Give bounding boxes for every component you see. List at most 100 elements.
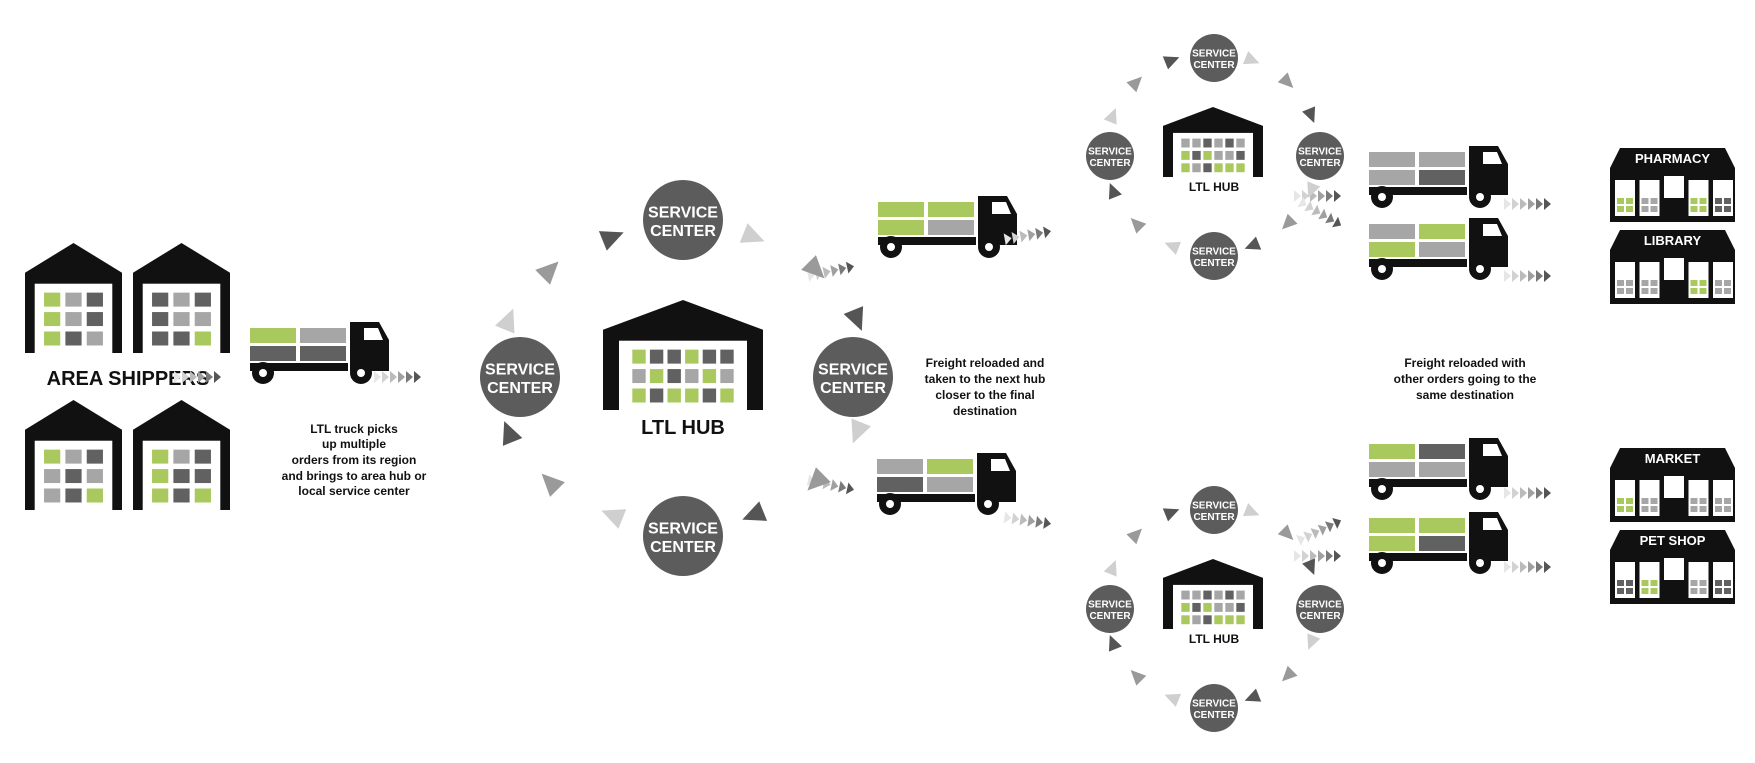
service-center-line2: CENTER [1299,158,1341,169]
arrow-chevron [1303,531,1313,543]
crate-block [685,349,699,364]
wheel-hub [886,500,894,508]
window-pane [1715,288,1722,294]
arrow-chevron [1019,513,1028,526]
crate-block [86,449,103,464]
shipper-warehouse-icon [25,400,122,510]
window-pane [1641,498,1649,504]
caption-line: orders from its region [292,453,417,467]
arrow-stream [1504,487,1551,499]
arrow-chevron [1310,528,1320,539]
arrow-chevron [1334,190,1341,202]
arrow-chevron [1544,198,1551,210]
arrow-chevron [382,371,389,383]
window-pane [1690,580,1698,586]
window-pane [1690,288,1698,294]
window-pane [1650,280,1658,286]
window-pane [1690,206,1698,212]
arrow-chevron [1318,190,1325,202]
crate-block [1214,150,1223,160]
arrow-chevron [206,371,213,383]
crate-block [1236,590,1245,600]
arrow-chevron [1295,534,1305,546]
cargo-box [1369,224,1415,239]
crate-block [44,292,61,307]
window-pane [1626,498,1633,504]
ring-arrow [1164,241,1182,255]
ring-arrow [1244,236,1262,250]
service-center-line2: CENTER [1089,158,1131,169]
arrow-chevron [190,371,197,383]
crate-block [152,449,169,464]
store-name: PHARMACY [1635,151,1710,166]
arrow-chevron [198,371,205,383]
ring-arrow [1307,181,1321,198]
window-pane [1715,580,1722,586]
arrow-stream [1504,270,1551,282]
lower-hub-warehouse-icon [1163,559,1263,629]
arrow-chevron [1027,229,1036,242]
crate-block [1225,163,1234,173]
arrow-stream [1295,517,1342,546]
window-pane [1699,498,1707,504]
ring-arrow [502,421,523,446]
store-awning [1610,530,1735,550]
arrow-chevron [1302,550,1309,562]
cargo-box [878,220,924,235]
arrow-chevron [398,371,405,383]
window-pane [1626,288,1633,294]
store-market: MARKET [1610,448,1735,522]
crate-block [632,388,646,403]
crate-block [86,292,103,307]
main-hub-label: LTL HUB [641,417,725,439]
window-pane [1699,198,1707,204]
crate-block [667,388,681,403]
crate-block [1203,138,1212,148]
truck-to-lower-hub-icon [877,453,1016,515]
wheel-hub [1378,193,1386,201]
wheel-hub [1476,559,1484,567]
service-center-line1: SERVICE [1192,247,1236,258]
ring-arrow [1164,693,1182,707]
arrow-chevron [1326,190,1333,202]
ring-arrow [1277,524,1294,540]
store-name: MARKET [1645,451,1701,466]
arrow-chevron [374,371,381,383]
cargo-box [1369,444,1415,459]
cargo-box [928,220,974,235]
wheel-hub [985,243,993,251]
crate-block [65,292,82,307]
window-pane [1641,206,1649,212]
window-pane [1715,498,1722,504]
window-pane [1641,288,1649,294]
caption-line: destination [953,404,1017,418]
cargo-box [1419,462,1465,477]
arrow-stream [174,371,221,383]
crate-block [194,292,211,307]
window-pane [1617,580,1624,586]
arrow-chevron [1536,198,1543,210]
crate-block [667,369,681,384]
crate-block [1214,615,1223,625]
crate-block [1203,163,1212,173]
ring-arrow [739,223,765,243]
pickup-truck-icon [250,322,389,384]
crate-block [1192,163,1201,173]
window-pane [1641,580,1649,586]
window-pane [1617,588,1624,594]
crate-block [1192,138,1201,148]
window-pane [1699,580,1707,586]
caption-line: taken to the next hub [925,372,1046,386]
